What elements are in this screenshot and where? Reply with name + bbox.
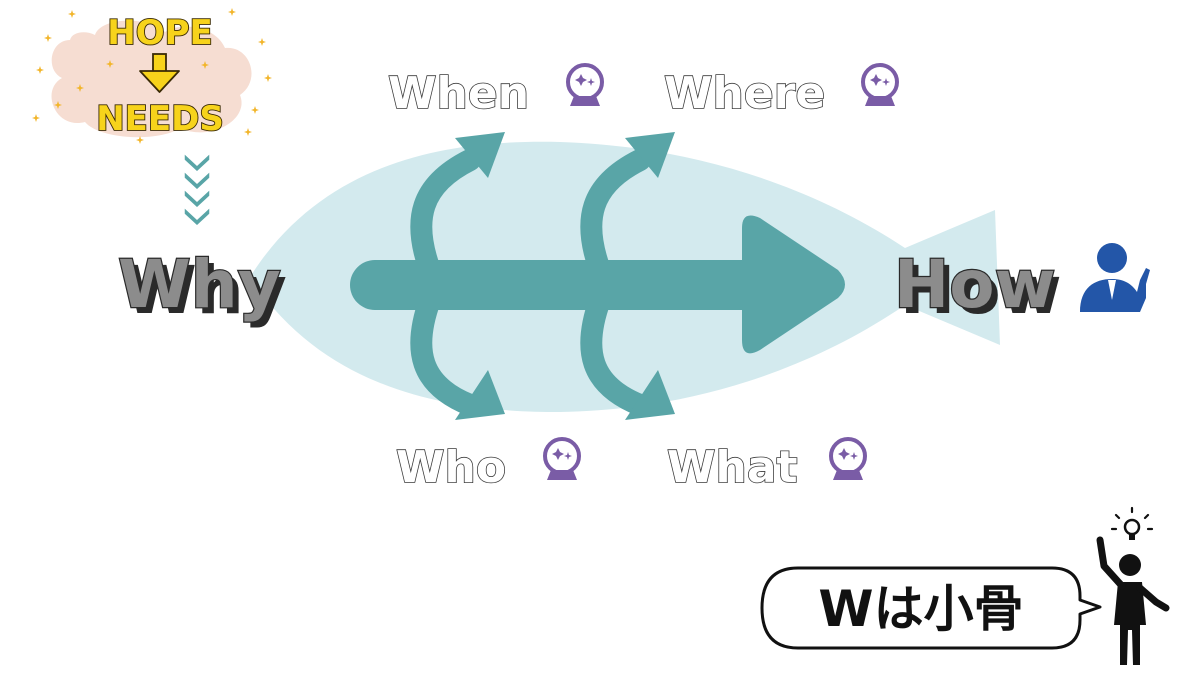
down-arrow-icon xyxy=(139,53,180,93)
svg-text:Why: Why xyxy=(124,252,287,329)
hope-label: HOPE xyxy=(107,13,213,53)
businessman-icon xyxy=(1080,243,1150,312)
crystal-ball-icon xyxy=(829,437,867,482)
how-label: How xyxy=(894,246,1056,323)
bone-what xyxy=(580,289,675,420)
who-label: Who xyxy=(396,442,506,493)
crystal-ball-icon xyxy=(543,437,581,482)
bone-where xyxy=(580,132,675,281)
speech-bubble: Wは小骨 xyxy=(760,566,1102,650)
where-label: Where xyxy=(664,68,825,119)
spine-arrow xyxy=(350,215,845,354)
bone-when xyxy=(410,132,505,281)
chevron-down-icon xyxy=(183,152,211,227)
needs-label: NEEDS xyxy=(96,99,224,139)
svg-text:How: How xyxy=(900,252,1062,329)
bone-who xyxy=(410,289,505,420)
why-label: Why xyxy=(118,246,281,323)
crystal-ball-icon xyxy=(566,63,604,108)
hope-needs-box: HOPE NEEDS xyxy=(32,8,272,144)
lightbulb-icon xyxy=(1110,506,1154,540)
crystal-ball-icon xyxy=(861,63,899,108)
what-label: What xyxy=(667,442,798,493)
thinking-person-icon xyxy=(1096,536,1170,665)
speech-bubble-text: Wは小骨 xyxy=(818,580,1023,638)
when-label: When xyxy=(388,68,529,119)
